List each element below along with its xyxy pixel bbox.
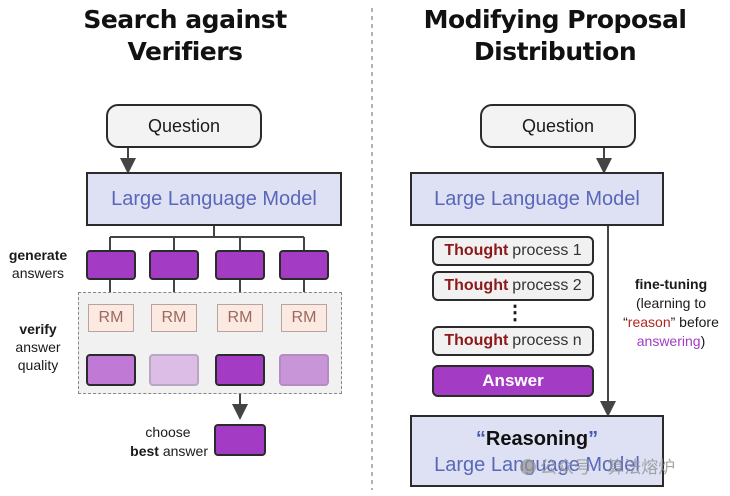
chosen-best-answer — [214, 424, 266, 456]
watermark-text: 公众号 · 算法熔炉 — [540, 458, 676, 478]
generated-answer-3 — [215, 250, 265, 280]
thought-process-n-bold: Thought — [444, 332, 509, 349]
reasoning-quote-open: “ — [475, 428, 486, 450]
left-question-box: Question — [106, 104, 262, 148]
scored-answer-4 — [279, 354, 329, 386]
left-title-line1: Search against — [83, 5, 287, 34]
thought-process-n-rest: process n — [512, 332, 582, 349]
reward-model-3: RM — [217, 304, 263, 332]
right-title-line2: Distribution — [473, 37, 637, 66]
scored-answer-3-best — [215, 354, 265, 386]
right-title-line1: Modifying Proposal — [423, 5, 687, 34]
left-title: Search against Verifiers — [40, 4, 330, 68]
verify-label-bold: verify — [19, 321, 57, 337]
reward-model-2-label: RM — [161, 309, 187, 326]
generate-label-bold: generate — [8, 247, 68, 263]
reward-model-3-label: RM — [227, 309, 253, 326]
generated-answer-2 — [149, 250, 199, 280]
answer-label: Answer — [482, 371, 544, 390]
reasoning-title: “Reasoning” — [412, 426, 662, 452]
left-llm-label: Large Language Model — [111, 187, 317, 210]
fine-tuning-label-bold: fine-tuning — [634, 276, 708, 292]
fine-tuning-label-line2: (learning to — [635, 295, 707, 311]
choose-label-bold: best — [130, 443, 159, 459]
choose-label-line1: choose — [145, 424, 191, 440]
verify-label-line3: quality — [17, 357, 59, 373]
thought-process-2-rest: process 2 — [512, 277, 582, 294]
left-title-line2: Verifiers — [127, 37, 243, 66]
reward-model-1-label: RM — [98, 309, 124, 326]
generate-label: generate answers — [0, 246, 76, 282]
reasoning-llm-label: Large Language Model — [434, 454, 640, 476]
fine-tuning-quote-close: ” before — [670, 314, 719, 330]
reward-model-4: RM — [281, 304, 327, 332]
fine-tuning-quote-open: “ — [623, 314, 628, 330]
verify-label: verify answer quality — [0, 320, 76, 374]
choose-label-rest: answer — [158, 443, 208, 459]
reward-model-4-label: RM — [291, 309, 317, 326]
scored-answer-2 — [149, 354, 199, 386]
reward-model-1: RM — [88, 304, 134, 332]
choose-best-label: choose best answer — [118, 423, 208, 461]
right-llm-box: Large Language Model — [410, 172, 664, 226]
generated-answer-1 — [86, 250, 136, 280]
scored-answer-1 — [86, 354, 136, 386]
verify-label-line2: answer — [15, 339, 61, 355]
generated-answer-4 — [279, 250, 329, 280]
fine-tuning-answering-word: answering — [636, 333, 701, 349]
reasoning-quote-close: ” — [588, 428, 599, 450]
generate-label-rest: answers — [11, 265, 65, 281]
right-title: Modifying Proposal Distribution — [410, 4, 700, 68]
thought-process-2-bold: Thought — [444, 277, 509, 294]
fine-tuning-close-paren: ) — [700, 333, 706, 349]
thought-ellipsis: ⋮ — [505, 302, 525, 324]
reasoning-llm-box: “Reasoning” Large Language Model — [410, 415, 664, 487]
watermark: 公众号 · 算法熔炉 — [520, 453, 720, 478]
right-question-box: Question — [480, 104, 636, 148]
thought-process-1-rest: process 1 — [512, 242, 582, 259]
right-llm-label: Large Language Model — [434, 187, 640, 210]
answer-box: Answer — [432, 365, 594, 397]
thought-process-1-bold: Thought — [444, 242, 509, 259]
reasoning-word: Reasoning — [485, 428, 589, 450]
fine-tuning-label: fine-tuning (learning to “reason” before… — [612, 275, 730, 351]
left-generate-tree — [109, 225, 305, 250]
fine-tuning-reason-word: reason — [627, 314, 671, 330]
left-llm-box: Large Language Model — [86, 172, 342, 226]
watermark-logo-icon — [520, 459, 536, 475]
reward-model-2: RM — [151, 304, 197, 332]
left-question-label: Question — [147, 115, 221, 136]
right-question-label: Question — [521, 115, 595, 136]
